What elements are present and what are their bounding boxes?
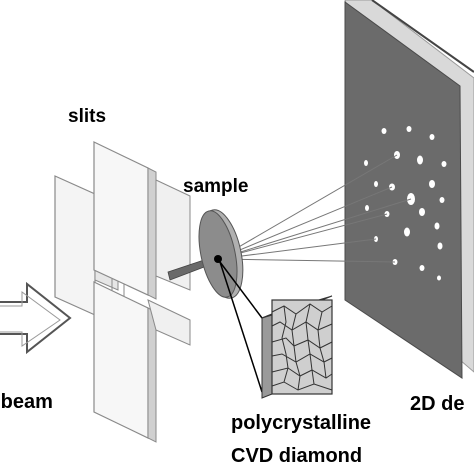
arrow-icon [0,281,72,355]
grain-boundary [281,305,289,383]
diffraction-spot [417,155,423,165]
microstructure-inset [261,295,333,399]
diffraction-spot [434,222,440,230]
detector-screen [344,0,474,379]
diffraction-spot [365,205,369,211]
diffraction-spot [441,161,447,167]
zoom-line [219,261,263,319]
diffraction-spot [364,160,368,166]
diffraction-spot [406,126,412,132]
grain-boundary [271,321,333,331]
grain-boundary [305,303,315,385]
diffraction-spot [437,275,441,281]
diffraction-spot [437,242,443,250]
slits-assembly [54,141,191,443]
grain-boundaries [271,303,333,391]
incident-beam-arrow [0,281,72,355]
diffracted-ray [217,154,398,260]
inset-side [261,313,273,399]
diffracted-ray [217,238,377,260]
detector-face [344,1,463,379]
diffracted-ray [217,186,393,260]
slit-plate-lower-edge [147,307,157,443]
diffraction-spots [364,126,447,281]
slit-plate-upper [93,141,149,296]
slit-plate-upper-edge [147,167,157,300]
slit-plate-rear-lower [147,299,191,346]
diffraction-spot [419,208,425,216]
slit-plate-lower [93,281,149,439]
diffracted-ray [217,198,412,260]
sample [198,209,244,299]
beam-spot-icon [214,255,222,263]
beam-label: -beam [0,391,53,413]
grain-boundary [271,367,333,379]
diffraction-spot [429,180,435,188]
diffracted-rays [217,154,412,263]
zoom-lines [219,261,263,393]
slit-plate-rear-upper [155,179,191,291]
diffraction-spot [429,134,435,140]
cvd-diamond-label: CVD diamond [231,445,362,467]
diffraction-spot [439,197,445,203]
detector-top-edge [371,0,474,73]
diffracted-ray [217,213,388,260]
slit-plate-back [54,175,96,316]
grain-boundary [317,311,327,379]
diffraction-spot [404,227,410,237]
sample-label: sample [183,176,248,197]
polycrystalline-label: polycrystalline [231,412,371,434]
arrow-shadow-icon [0,291,61,347]
disc-icon [198,210,238,298]
slits-label: slits [68,106,106,127]
zoom-line [219,261,263,393]
grain-boundary [271,337,333,349]
diffracted-ray [217,258,396,263]
diffraction-spot [419,265,425,271]
diffraction-spot [374,181,378,187]
grain-boundary [271,303,333,315]
grain-boundary [291,313,301,391]
diffraction-spot [381,128,387,134]
detector-label: 2D de [410,393,464,415]
grain-boundary [271,353,333,363]
